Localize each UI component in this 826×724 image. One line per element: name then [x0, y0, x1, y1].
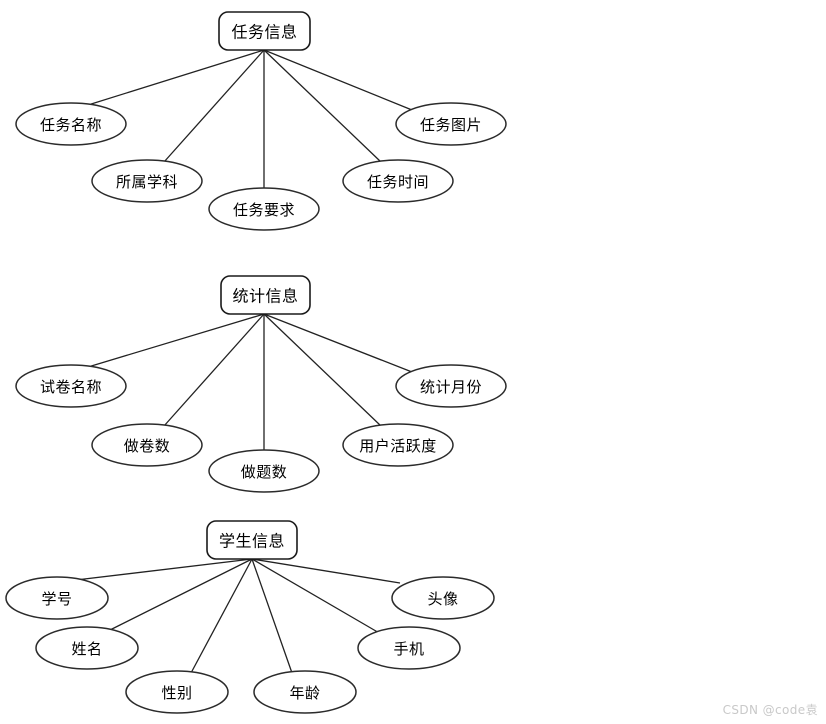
attribute-ellipse — [5, 576, 109, 620]
attribute-label: 任务图片 — [420, 116, 482, 134]
connector-line-statistics-info-3 — [263, 313, 382, 427]
attribute-label: 年龄 — [289, 684, 320, 702]
entity-node-student-info[interactable]: 学生信息 — [206, 520, 298, 560]
attribute-ellipse — [208, 449, 320, 493]
attribute-label: 头像 — [427, 590, 458, 608]
attribute-label: 手机 — [393, 640, 424, 658]
connector-line-statistics-info-0 — [87, 313, 265, 368]
connector-line-student-info-4 — [251, 558, 382, 635]
attribute-label: 姓名 — [71, 640, 102, 658]
entity-label: 学生信息 — [219, 532, 285, 551]
attribute-label: 任务时间 — [367, 173, 429, 191]
attribute-label: 性别 — [161, 684, 192, 702]
connector-line-student-info-2 — [190, 558, 253, 674]
connector-line-student-info-5 — [251, 558, 401, 584]
attribute-label: 做卷数 — [124, 437, 171, 455]
attribute-label: 任务要求 — [233, 201, 295, 219]
attribute-ellipse — [395, 102, 507, 146]
connector-lines-student-info — [75, 558, 401, 674]
attribute-node-task-info-2[interactable]: 任务要求 — [208, 187, 320, 231]
attribute-label: 用户活跃度 — [359, 437, 437, 455]
connector-line-task-info-0 — [87, 49, 265, 106]
connector-line-student-info-3 — [251, 558, 293, 674]
connector-line-task-info-3 — [263, 49, 382, 163]
attribute-node-task-info-0[interactable]: 任务名称 — [15, 102, 127, 146]
attribute-node-task-info-3[interactable]: 任务时间 — [342, 159, 454, 203]
attribute-ellipse — [35, 626, 139, 670]
attribute-label: 试卷名称 — [40, 378, 102, 396]
connector-lines-task-info — [87, 49, 413, 188]
connector-line-student-info-1 — [109, 558, 253, 631]
attribute-node-statistics-info-0[interactable]: 试卷名称 — [15, 364, 127, 408]
attribute-node-student-info-5[interactable]: 头像 — [391, 576, 495, 620]
entity-label: 统计信息 — [232, 287, 298, 306]
attribute-label: 做题数 — [241, 463, 288, 481]
attribute-ellipse — [208, 187, 320, 231]
attribute-node-statistics-info-4[interactable]: 统计月份 — [395, 364, 507, 408]
connector-line-statistics-info-1 — [163, 313, 265, 427]
attribute-ellipse — [125, 670, 229, 714]
attribute-ellipse — [253, 670, 357, 714]
attribute-node-student-info-4[interactable]: 手机 — [357, 626, 461, 670]
entity-box — [206, 520, 298, 560]
attribute-ellipse — [395, 364, 507, 408]
entity-box — [220, 275, 311, 315]
connector-line-statistics-info-4 — [263, 313, 413, 373]
attribute-ellipse — [15, 102, 127, 146]
attribute-node-student-info-1[interactable]: 姓名 — [35, 626, 139, 670]
attribute-node-statistics-info-1[interactable]: 做卷数 — [91, 423, 203, 467]
csdn-watermark: CSDN @code袁 — [722, 703, 818, 717]
attribute-node-task-info-4[interactable]: 任务图片 — [395, 102, 507, 146]
attribute-label: 任务名称 — [40, 116, 102, 134]
attribute-label: 统计月份 — [420, 378, 482, 396]
attribute-node-student-info-2[interactable]: 性别 — [125, 670, 229, 714]
attribute-node-statistics-info-3[interactable]: 用户活跃度 — [342, 423, 454, 467]
attribute-ellipse — [342, 159, 454, 203]
connector-line-task-info-1 — [163, 49, 265, 163]
attribute-ellipse — [91, 423, 203, 467]
attribute-label: 所属学科 — [116, 173, 178, 191]
attribute-ellipse — [342, 423, 454, 467]
entity-node-task-info[interactable]: 任务信息 — [218, 11, 311, 51]
attribute-node-statistics-info-2[interactable]: 做题数 — [208, 449, 320, 493]
attribute-label: 学号 — [41, 590, 72, 608]
attribute-ellipse — [357, 626, 461, 670]
attribute-node-task-info-1[interactable]: 所属学科 — [91, 159, 203, 203]
entity-label: 任务信息 — [231, 23, 297, 42]
attribute-node-student-info-0[interactable]: 学号 — [5, 576, 109, 620]
attribute-ellipse — [91, 159, 203, 203]
attribute-node-student-info-3[interactable]: 年龄 — [253, 670, 357, 714]
connector-lines-statistics-info — [87, 313, 413, 450]
connector-line-student-info-0 — [75, 558, 253, 581]
entity-box — [218, 11, 311, 51]
attribute-ellipse — [391, 576, 495, 620]
entity-node-statistics-info[interactable]: 统计信息 — [220, 275, 311, 315]
attribute-ellipse — [15, 364, 127, 408]
connector-line-task-info-4 — [263, 49, 413, 111]
